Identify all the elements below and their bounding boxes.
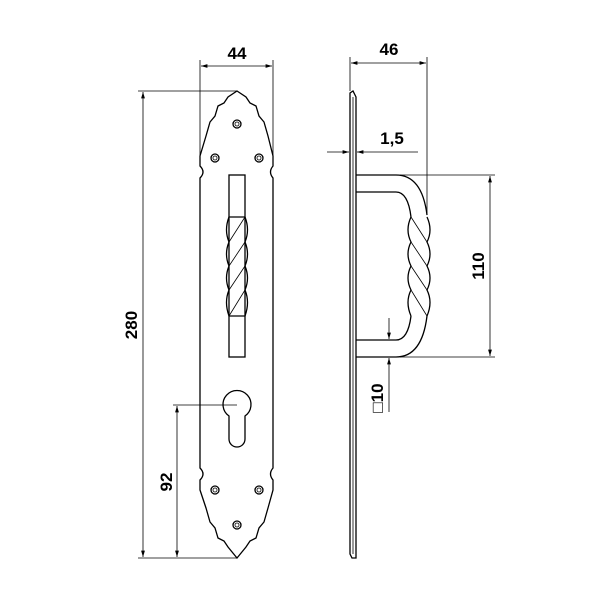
- svg-text:110: 110: [469, 252, 488, 279]
- front-view-plate: [199, 90, 274, 560]
- side-view: [349, 90, 431, 559]
- svg-text:46: 46: [380, 40, 399, 59]
- dimension-46: 46: [349, 40, 428, 215]
- keyhole: [222, 389, 252, 448]
- dimension-44: 44: [199, 44, 274, 160]
- dimension-1-5: 1,5: [327, 129, 418, 154]
- dimension-square-10: □10: [368, 318, 391, 413]
- dimension-110: 110: [400, 174, 495, 358]
- grip-front: [225, 174, 249, 358]
- svg-text:92: 92: [157, 473, 176, 492]
- dimension-92: 92: [157, 404, 237, 557]
- svg-text:44: 44: [228, 44, 247, 63]
- screw-holes: [210, 119, 264, 530]
- svg-text:280: 280: [122, 311, 141, 339]
- svg-text:□10: □10: [368, 383, 387, 412]
- svg-text:1,5: 1,5: [380, 129, 404, 148]
- dimension-280: 280: [122, 90, 237, 559]
